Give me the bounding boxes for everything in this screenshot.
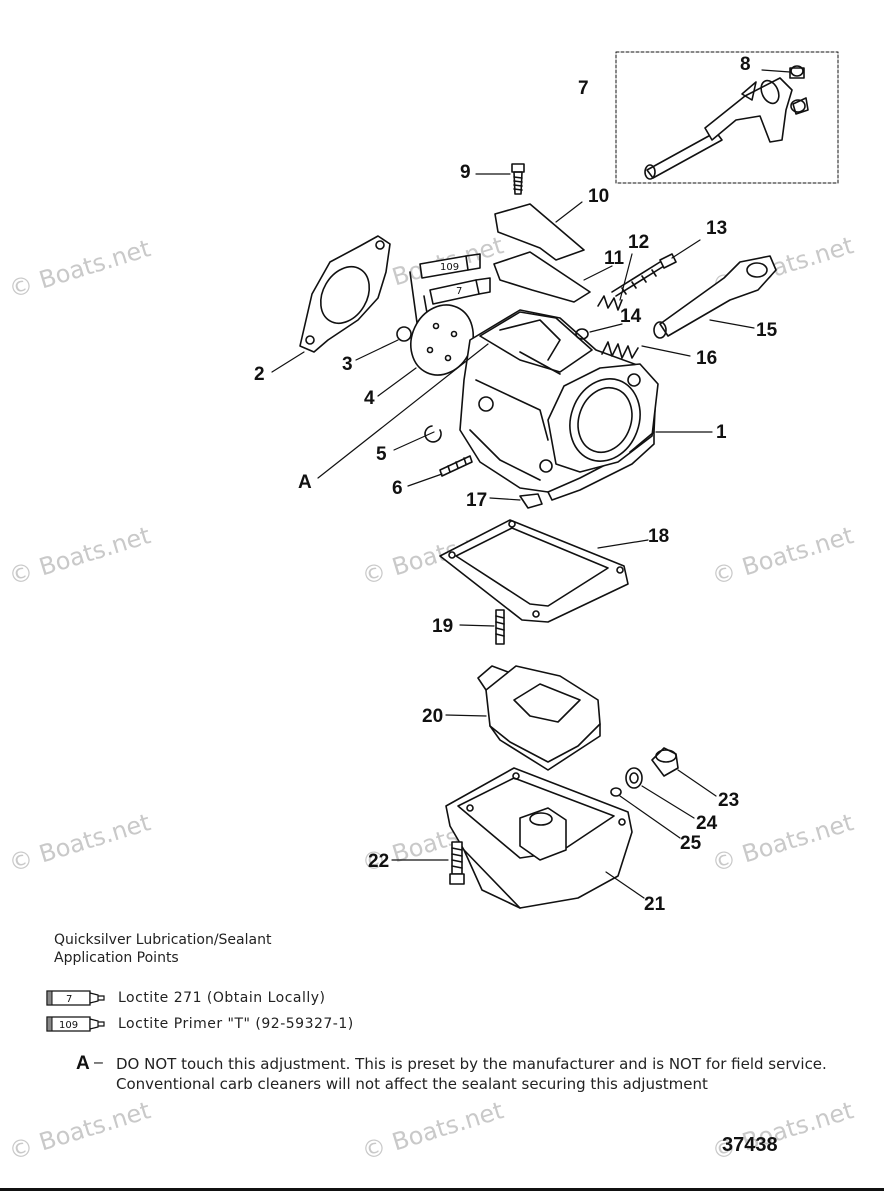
leader-lines bbox=[271, 69, 791, 899]
watermark: © Boats.net bbox=[709, 808, 857, 878]
callout-11: 11 bbox=[604, 248, 625, 269]
gasket-plate-11 bbox=[493, 251, 591, 303]
tube-label: 109 bbox=[440, 262, 459, 273]
callout-2: 2 bbox=[254, 364, 265, 385]
cover-plate-10 bbox=[494, 203, 585, 261]
callout-25: 25 bbox=[680, 833, 702, 854]
callout-a: A bbox=[298, 472, 312, 493]
legend-heading-line1: Quicksilver Lubrication/Sealant bbox=[54, 932, 272, 948]
sealant-tube-icon: 109 bbox=[46, 1016, 105, 1032]
callout-3: 3 bbox=[342, 354, 353, 375]
seat-17 bbox=[519, 493, 543, 509]
callout-22: 22 bbox=[368, 851, 389, 872]
gasket-2 bbox=[299, 235, 391, 353]
watermark: © Boats.net bbox=[6, 521, 154, 591]
callout-14: 14 bbox=[620, 306, 642, 327]
watermark: © Boats.net bbox=[6, 808, 154, 878]
callout-8: 8 bbox=[740, 54, 751, 75]
watermark: © Boats.net bbox=[359, 1096, 507, 1166]
callout-6: 6 bbox=[392, 478, 403, 499]
sealant-tube-icon: 7 bbox=[46, 990, 105, 1006]
callout-16: 16 bbox=[696, 348, 717, 369]
legend-item-loctite-primer: 109 Loctite Primer "T" (92-59327-1) bbox=[46, 1014, 354, 1034]
sealant-tube-7: 7 bbox=[429, 277, 491, 305]
spring-16 bbox=[601, 341, 639, 359]
callout-20: 20 bbox=[422, 706, 443, 727]
callout-21: 21 bbox=[644, 894, 666, 915]
note-line-1: DO NOT touch this adjustment. This is pr… bbox=[116, 1055, 827, 1073]
washer-24 bbox=[625, 767, 643, 789]
inset-box bbox=[615, 51, 839, 184]
float-bowl-21 bbox=[445, 767, 633, 909]
watermark: © Boats.net bbox=[6, 234, 154, 304]
inlet-needle-19 bbox=[495, 609, 505, 645]
sealant-tube-109: 109 bbox=[419, 253, 481, 279]
callout-5: 5 bbox=[376, 444, 387, 465]
legend-heading: Quicksilver Lubrication/Sealant Applicat… bbox=[54, 931, 271, 967]
plug-23 bbox=[651, 747, 679, 777]
note-letter: A bbox=[76, 1053, 90, 1074]
tube-label: 7 bbox=[456, 286, 462, 297]
bottom-rule bbox=[0, 1188, 884, 1191]
diaphragm-4 bbox=[410, 304, 474, 376]
pin-6 bbox=[439, 455, 473, 477]
callout-9: 9 bbox=[460, 162, 471, 183]
callout-labels: 1 2 3 4 5 6 7 8 9 10 11 12 13 14 15 16 1… bbox=[254, 54, 778, 915]
tube-number: 109 bbox=[59, 1020, 78, 1031]
throttle-knob-15 bbox=[653, 255, 777, 339]
callout-12: 12 bbox=[628, 232, 649, 253]
callout-1: 1 bbox=[716, 422, 727, 443]
diagram-number: 37438 bbox=[722, 1134, 778, 1156]
callout-18: 18 bbox=[648, 526, 669, 547]
tube-number: 7 bbox=[66, 994, 72, 1005]
callout-7: 7 bbox=[578, 78, 589, 99]
legend-item-text: Loctite 271 (Obtain Locally) bbox=[118, 990, 326, 1006]
throttle-lever-assembly bbox=[644, 65, 809, 180]
plug-14 bbox=[575, 328, 589, 340]
callout-10: 10 bbox=[588, 186, 609, 207]
callout-19: 19 bbox=[432, 616, 453, 637]
callout-13: 13 bbox=[706, 218, 727, 239]
carburetor-body-1 bbox=[459, 309, 659, 501]
nut-3 bbox=[396, 326, 412, 342]
legend-item-text: Loctite Primer "T" (92-59327-1) bbox=[118, 1016, 354, 1032]
legend-item-loctite-271: 7 Loctite 271 (Obtain Locally) bbox=[46, 988, 326, 1008]
drain-screw-22 bbox=[449, 841, 465, 885]
jet-25 bbox=[610, 787, 622, 797]
legend-heading-line2: Application Points bbox=[54, 950, 179, 966]
callout-4: 4 bbox=[364, 388, 375, 409]
callout-24: 24 bbox=[696, 813, 718, 834]
screw-9 bbox=[511, 163, 525, 195]
watermark: © Boats.net bbox=[709, 521, 857, 591]
callout-23: 23 bbox=[718, 790, 739, 811]
spring-12 bbox=[597, 295, 623, 311]
e-clip-5 bbox=[424, 425, 442, 443]
note-line-2: Conventional carb cleaners will not affe… bbox=[116, 1075, 708, 1093]
float-bowl-gasket-18 bbox=[439, 519, 629, 623]
float-20 bbox=[477, 665, 601, 771]
callout-17: 17 bbox=[466, 490, 487, 511]
note-dash: – bbox=[94, 1054, 103, 1071]
callout-15: 15 bbox=[756, 320, 778, 341]
watermark: © Boats.net bbox=[6, 1096, 154, 1166]
